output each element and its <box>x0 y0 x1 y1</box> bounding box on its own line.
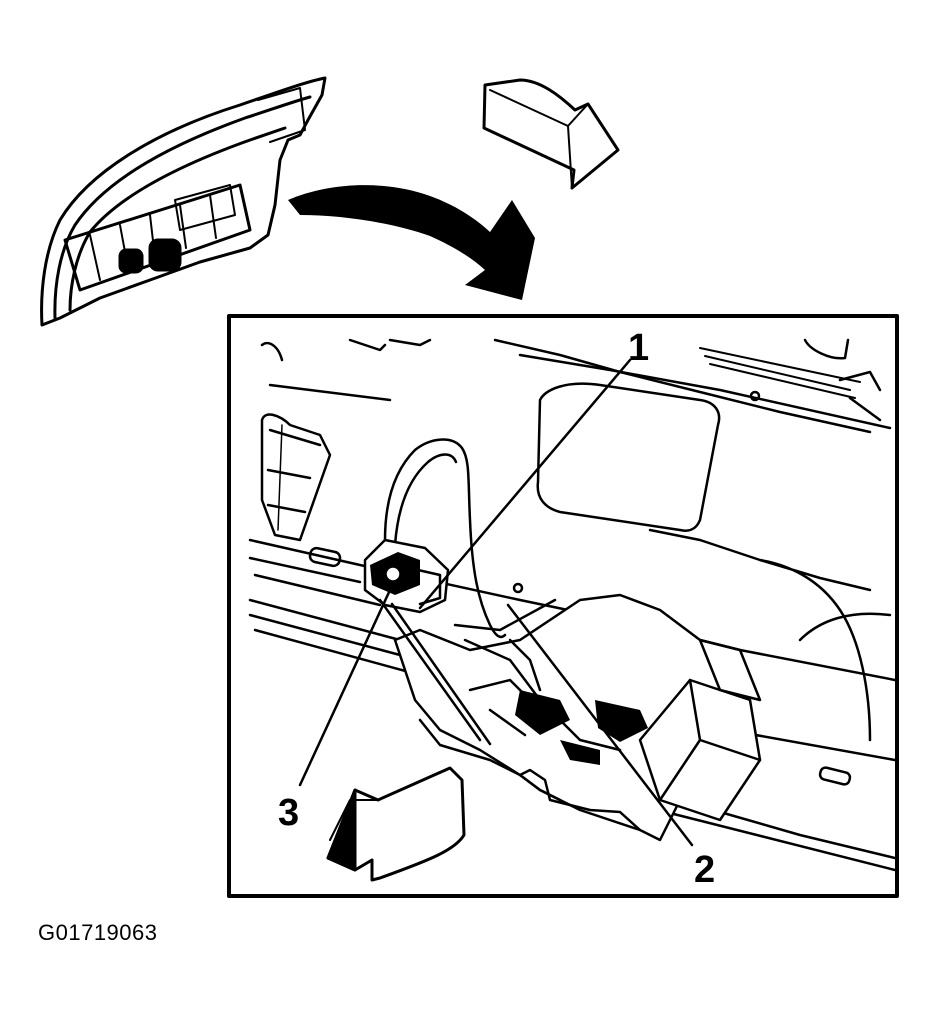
leader-line-2 <box>506 603 694 847</box>
leader-line-3 <box>298 588 392 787</box>
direction-arrow-down-left-icon <box>326 766 466 882</box>
leader-line-1 <box>418 358 632 610</box>
leader-lines <box>298 358 694 847</box>
direction-arrow-up-right-icon <box>482 78 620 190</box>
callout-1: 1 <box>628 327 649 369</box>
callout-2: 2 <box>694 849 715 891</box>
curved-arrow-icon <box>288 185 535 300</box>
latch-detail-illustration <box>248 338 895 872</box>
figure-id: G01719063 <box>38 920 158 945</box>
liftgate-overview-icon <box>40 76 327 327</box>
detail-frame <box>227 314 899 898</box>
callout-3: 3 <box>278 792 299 834</box>
